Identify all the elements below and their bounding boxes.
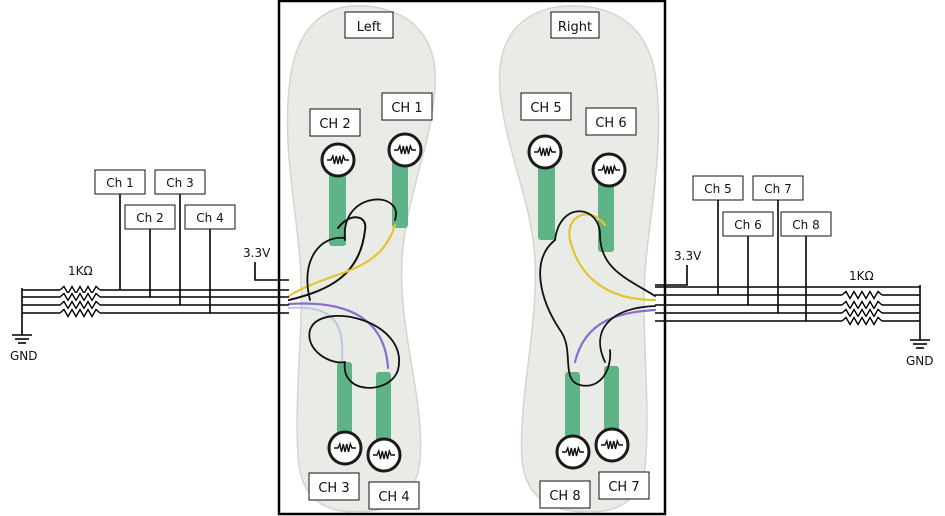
right-resistor-1	[841, 290, 883, 300]
right-ch5-label: CH 5	[520, 92, 572, 121]
right-insole-text: Right	[558, 20, 592, 35]
right-ch6-box-text: Ch 6	[734, 218, 761, 232]
right-ch6-box: Ch 6	[722, 211, 774, 237]
left-sensor-ch2	[320, 142, 356, 178]
right-ch7-label: CH 7	[598, 471, 650, 500]
left-ch4-label: CH 4	[368, 481, 420, 510]
left-ch1-box-text: Ch 1	[106, 176, 133, 190]
right-ch5-box: Ch 5	[692, 175, 744, 201]
left-insole-label: Left	[344, 11, 394, 39]
left-sensor-ch4	[366, 437, 402, 473]
left-insole-wires	[287, 198, 400, 389]
right-sensor-ch8	[555, 434, 591, 470]
right-resistor-2	[841, 300, 883, 310]
right-ch8-label: CH 8	[539, 480, 591, 509]
right-ch8-box: Ch 8	[780, 211, 832, 237]
left-ground-symbol	[12, 334, 32, 344]
left-ch4-box-text: Ch 4	[196, 211, 223, 225]
right-resistor-3	[841, 308, 883, 318]
left-ch2-text: CH 2	[319, 117, 350, 132]
right-resistor-label: 1KΩ	[849, 269, 874, 283]
right-gnd-label: GND	[906, 354, 934, 368]
right-circuit: GND 1KΩ 3.3V Ch 5 Ch 6 Ch 7 Ch 8	[655, 175, 934, 368]
left-resistor-1	[59, 285, 101, 295]
left-ch2-label: CH 2	[309, 108, 361, 137]
right-sensor-ch6	[591, 152, 627, 188]
right-ch7-box: Ch 7	[752, 175, 804, 201]
left-resistor-2	[59, 292, 101, 302]
right-ch7-text: CH 7	[608, 480, 639, 495]
left-ch4-text: CH 4	[378, 490, 409, 505]
left-ch2-box-text: Ch 2	[136, 211, 163, 225]
left-resistor-label: 1KΩ	[68, 264, 93, 278]
right-sensor-ch5	[527, 134, 563, 170]
left-ch3-label: CH 3	[308, 472, 360, 501]
left-voltage-label: 3.3V	[243, 246, 271, 260]
left-resistors	[59, 285, 101, 318]
right-ch6-label: CH 6	[585, 107, 637, 136]
right-ch5-box-text: Ch 5	[704, 182, 731, 196]
pressure-sensors	[320, 132, 630, 473]
right-resistor-4	[841, 316, 883, 326]
left-circuit: GND 1KΩ 3.3V Ch 1 Ch 2 Ch 3 Ch 4	[10, 169, 289, 363]
right-insole-label: Right	[550, 11, 600, 39]
left-ch2-box: Ch 2	[124, 204, 176, 230]
left-ch3-box-text: Ch 3	[166, 176, 193, 190]
left-gnd-label: GND	[10, 349, 38, 363]
left-insole-text: Left	[357, 20, 381, 35]
right-sensor-traces	[538, 162, 619, 444]
right-insole-wires	[539, 210, 657, 387]
right-ch8-text: CH 8	[549, 489, 580, 504]
left-resistor-4	[59, 308, 101, 318]
right-voltage-label: 3.3V	[674, 249, 702, 263]
right-ground-symbol	[910, 339, 930, 349]
right-ch5-text: CH 5	[530, 101, 561, 116]
right-ch7-box-text: Ch 7	[764, 182, 791, 196]
left-sensor-ch3	[327, 430, 363, 466]
left-ch1-text: CH 1	[391, 101, 422, 116]
left-ch4-box: Ch 4	[184, 204, 236, 230]
left-resistor-3	[59, 300, 101, 310]
right-ch6-text: CH 6	[595, 116, 626, 131]
right-resistors	[841, 290, 883, 326]
left-ch3-text: CH 3	[318, 481, 349, 496]
left-ch1-label: CH 1	[381, 92, 433, 121]
left-sensor-ch1	[387, 132, 423, 168]
right-ch8-box-text: Ch 8	[792, 218, 819, 232]
right-sensor-ch7	[594, 427, 630, 463]
left-ch3-box: Ch 3	[154, 169, 206, 195]
left-ch1-box: Ch 1	[94, 169, 146, 195]
